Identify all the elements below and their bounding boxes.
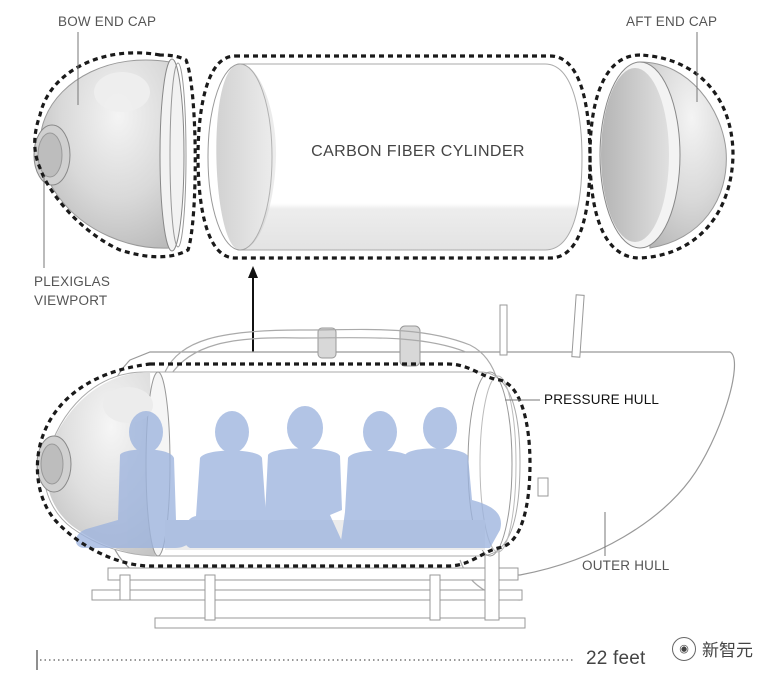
watermark: ◉ 新智元 <box>672 636 753 661</box>
passenger-2 <box>183 411 275 548</box>
bow-end-cap-label: BOW END CAP <box>58 14 157 29</box>
viewport-label-line1: PLEXIGLAS <box>34 274 111 289</box>
up-arrow-icon <box>248 266 258 366</box>
passenger-4 <box>340 411 420 548</box>
scale-label: 22 feet <box>586 648 646 669</box>
aft-end-cap-label: AFT END CAP <box>626 14 718 29</box>
aft-end-cap <box>588 53 735 260</box>
wechat-badge-icon: ◉ <box>672 636 696 661</box>
plexiglas-viewport-top <box>33 124 71 186</box>
pressure-hull-label: PRESSURE HULL <box>544 392 660 407</box>
passenger-3 <box>262 406 345 548</box>
scale-bar <box>36 650 575 670</box>
passenger-1 <box>75 411 197 548</box>
passenger-silhouettes <box>75 406 501 548</box>
cylinder-label: CARBON FIBER CYLINDER <box>311 143 525 160</box>
watermark-text: 新智元 <box>702 641 753 661</box>
passenger-5 <box>400 407 501 548</box>
viewport-label-line2: VIEWPORT <box>34 293 108 308</box>
pressure-hull-outline <box>35 362 532 568</box>
plexiglas-viewport-bottom <box>36 435 72 493</box>
carbon-fiber-cylinder <box>196 54 592 260</box>
outer-hull-label: OUTER HULL <box>582 558 670 573</box>
bow-end-cap <box>33 51 197 259</box>
